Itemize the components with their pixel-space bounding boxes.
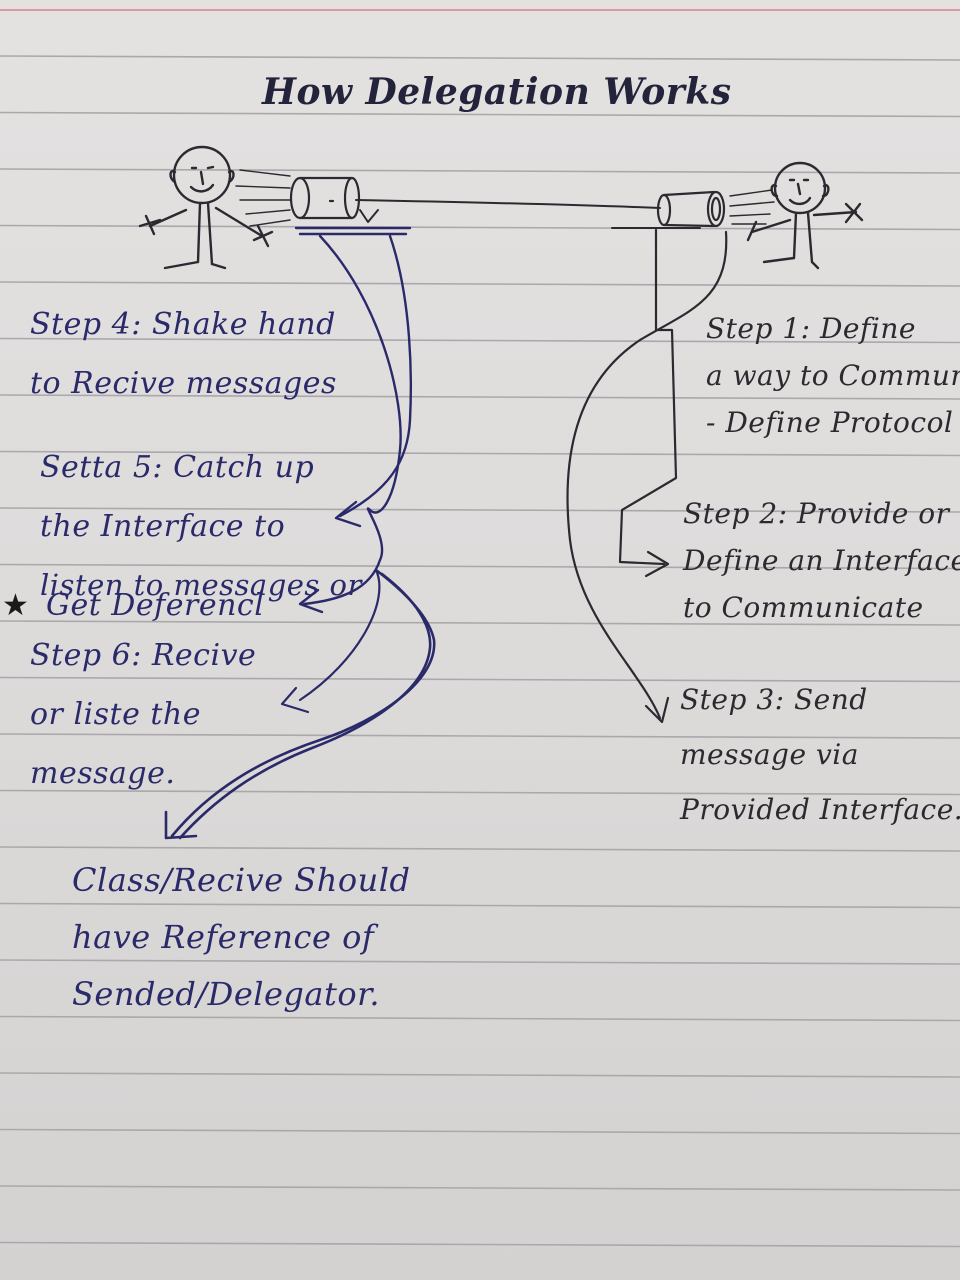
rule-line [0, 733, 960, 739]
step5-line: Setta 5: Catch up [40, 450, 315, 485]
step1-line: a way to Communicat [706, 359, 960, 392]
rule-line [0, 1128, 960, 1135]
rule-line [0, 620, 960, 626]
string-line [355, 199, 701, 229]
step5-get-reference: Get Deferencl [46, 588, 265, 623]
rule-line [0, 563, 960, 570]
step2-line: Step 2: Provide or [683, 497, 950, 530]
step2-text: Step 2: Provide or Define an Interface t… [683, 490, 960, 631]
step6-line: message. [30, 756, 176, 791]
step4-line: Step 4: Shake hand [30, 307, 336, 342]
bottom-note: Class/Recive Should have Reference of Se… [72, 852, 410, 1023]
step1-text: Step 1: Define a way to Communicat - Def… [706, 305, 960, 446]
rule-line [0, 450, 960, 457]
step6-line: or liste the [30, 697, 201, 732]
rule-line [0, 1015, 960, 1022]
bottom-note-line: Sended/Delegator. [72, 975, 381, 1013]
step3-line: message via [680, 738, 859, 771]
rule-line [0, 1185, 960, 1191]
rule-line [0, 168, 960, 174]
rule-line [0, 959, 960, 965]
step5-line: the Interface to [40, 509, 286, 544]
step3-line: Step 3: Send [680, 683, 868, 716]
rule-line [0, 281, 960, 287]
star-icon: ★ [2, 588, 29, 623]
rule-line [0, 111, 960, 118]
step1-line: Step 1: Define [706, 312, 916, 345]
tin-can-telephone-right-icon [656, 189, 775, 228]
bottom-note-line: Class/Recive Should [72, 861, 411, 899]
step2-line: Define an Interface [683, 544, 960, 577]
step3-text: Step 3: Send message via Provided Interf… [680, 672, 960, 837]
page-title: How Delegation Works [262, 71, 732, 113]
step3-line: Provided Interface. [680, 793, 960, 826]
arrow-step2 [618, 228, 678, 578]
arrow-step3 [566, 230, 728, 724]
arrow-bottom-note [164, 568, 436, 840]
rule-line [0, 676, 960, 683]
rule-line [0, 1241, 960, 1248]
rule-line [0, 789, 960, 796]
arrow-step6-extra [280, 568, 381, 714]
rule-line [0, 507, 960, 513]
step6-line: Step 6: Recive [30, 638, 257, 673]
step6-text: Step 6: Recive or liste the message. [30, 626, 256, 803]
rule-line [0, 337, 960, 344]
rule-line [0, 394, 960, 400]
rule-line [0, 846, 960, 852]
step2-line: to Communicate [683, 591, 924, 624]
rule-line [0, 224, 960, 231]
arrow-step5 [334, 234, 413, 528]
stick-figure-left-icon [138, 145, 274, 270]
step4-text: Step 4: Shake hand to Recive messages [30, 295, 337, 413]
bottom-note-line: have Reference of [72, 918, 375, 956]
step5-line: listen to messages or [40, 568, 362, 602]
stick-figure-right-icon [746, 161, 864, 270]
step4-line: to Recive messages [30, 366, 337, 401]
step5-text: Setta 5: Catch up the Interface to liste… [40, 438, 362, 615]
arrow-step6 [298, 234, 402, 614]
rule-line [0, 902, 960, 909]
tin-can-telephone-left-icon [235, 169, 361, 227]
rule-line [0, 1072, 960, 1078]
left-platform [294, 226, 412, 236]
step1-line: - Define Protocol [706, 406, 954, 439]
rule-line [0, 55, 960, 61]
